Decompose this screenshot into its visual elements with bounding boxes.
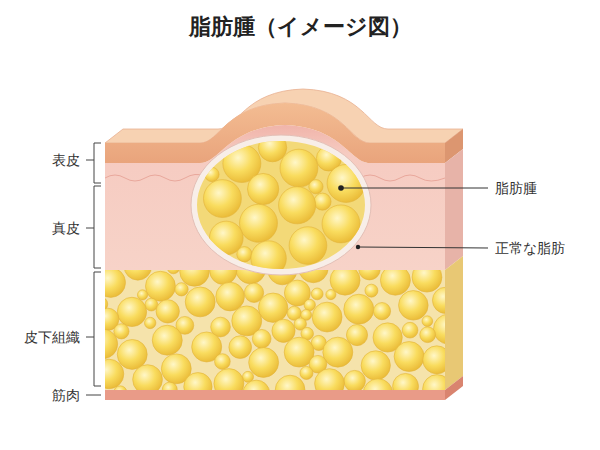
lipoma-fat-cell	[322, 205, 360, 243]
fat-cell	[311, 288, 323, 300]
fat-cell	[167, 270, 179, 274]
fat-cell	[162, 382, 177, 390]
lipoma-fat-cell	[205, 167, 219, 181]
fat-cell	[114, 386, 127, 390]
lipoma-fat-cell	[289, 227, 327, 265]
part-label: 脂肪腫	[495, 180, 537, 197]
lipoma-fat-cell	[251, 241, 286, 276]
fat-cell	[380, 270, 410, 295]
fat-cell	[423, 346, 445, 374]
lipoma-fat-cell	[327, 164, 365, 202]
dermis-side	[445, 149, 463, 270]
fat-cell	[399, 291, 429, 321]
fat-cell	[114, 324, 129, 339]
fat-cell	[359, 270, 381, 280]
fat-cell	[300, 366, 313, 379]
subcutaneous-bracket	[86, 272, 101, 386]
fat-cell	[105, 329, 118, 359]
fat-cell	[394, 342, 424, 372]
fat-cell	[365, 284, 378, 297]
fat-cell	[275, 375, 305, 390]
fat-cell	[137, 290, 147, 300]
fat-cell	[145, 298, 158, 311]
fat-cell	[145, 271, 175, 301]
diagram-title: 脂肪腫（イメージ図）	[0, 14, 600, 40]
fat-cell	[412, 270, 442, 292]
layer-label: 真皮	[52, 220, 80, 237]
lipoma-fat-cell	[314, 193, 331, 210]
fat-cell	[216, 282, 245, 311]
muscle-side	[445, 376, 463, 400]
lipoma-fat-cell	[203, 180, 241, 218]
fat-cell	[423, 375, 445, 390]
fat-cell	[117, 297, 146, 326]
lipoma-fat-cell	[247, 173, 278, 204]
fat-cell	[117, 339, 147, 369]
dermis-bracket	[86, 186, 101, 268]
leader-line	[358, 247, 488, 248]
fat-cell	[105, 270, 126, 297]
fat-cell	[433, 314, 445, 344]
fat-cell	[133, 365, 163, 390]
fat-cell	[323, 337, 353, 367]
leader-dot	[338, 185, 344, 191]
epidermis-bracket	[86, 143, 101, 183]
fat-cell	[105, 388, 106, 390]
fat-cell	[312, 302, 342, 332]
fat-cell	[326, 289, 336, 299]
lipoma-fat-cell	[240, 204, 278, 242]
lipoma-fat-cell	[279, 187, 316, 224]
fat-cells	[105, 270, 445, 390]
fat-cell	[152, 325, 182, 355]
fat-cell	[402, 322, 418, 338]
lipoma-fat-cells	[203, 133, 365, 276]
fat-cell	[258, 293, 287, 322]
fat-cell	[432, 287, 445, 313]
fat-cell	[105, 359, 124, 388]
lipoma-fat-cell	[237, 247, 252, 262]
fat-cell	[229, 336, 252, 359]
fat-cell	[243, 380, 270, 390]
lipoma-fat-cell	[258, 133, 286, 161]
leader-dot	[356, 245, 360, 249]
fat-cell	[373, 303, 390, 320]
fat-cell	[422, 316, 433, 327]
fat-cell	[214, 369, 244, 390]
leader-line	[341, 188, 488, 189]
fat-cell	[344, 370, 365, 390]
part-label: 正常な脂肪	[495, 240, 565, 257]
fat-cell	[315, 369, 345, 390]
fat-cell	[361, 351, 390, 380]
fat-cell	[185, 287, 215, 317]
fat-cell	[304, 299, 315, 310]
fat-cell	[393, 373, 419, 390]
muscle-tick	[86, 395, 101, 396]
fat-cell	[420, 327, 436, 343]
epidermis-layer	[105, 103, 445, 163]
layer-brackets	[86, 143, 101, 395]
muscle-layer	[105, 390, 445, 400]
fat-cell	[175, 283, 188, 296]
fat-cell	[363, 379, 393, 390]
layer-label: 筋肉	[52, 387, 80, 404]
leader-lines	[341, 188, 488, 248]
fat-cell	[249, 347, 279, 377]
fat-cell	[215, 354, 231, 370]
subcutaneous-side	[445, 256, 463, 390]
fat-cell	[156, 300, 179, 323]
fat-cell	[344, 294, 374, 324]
fat-cell	[184, 373, 212, 390]
fat-cell	[252, 329, 271, 348]
layer-label: 表皮	[52, 152, 80, 169]
fat-cell	[145, 317, 156, 328]
layer-label: 皮下組織	[24, 329, 80, 346]
lipoma-fat-cell	[309, 180, 323, 194]
